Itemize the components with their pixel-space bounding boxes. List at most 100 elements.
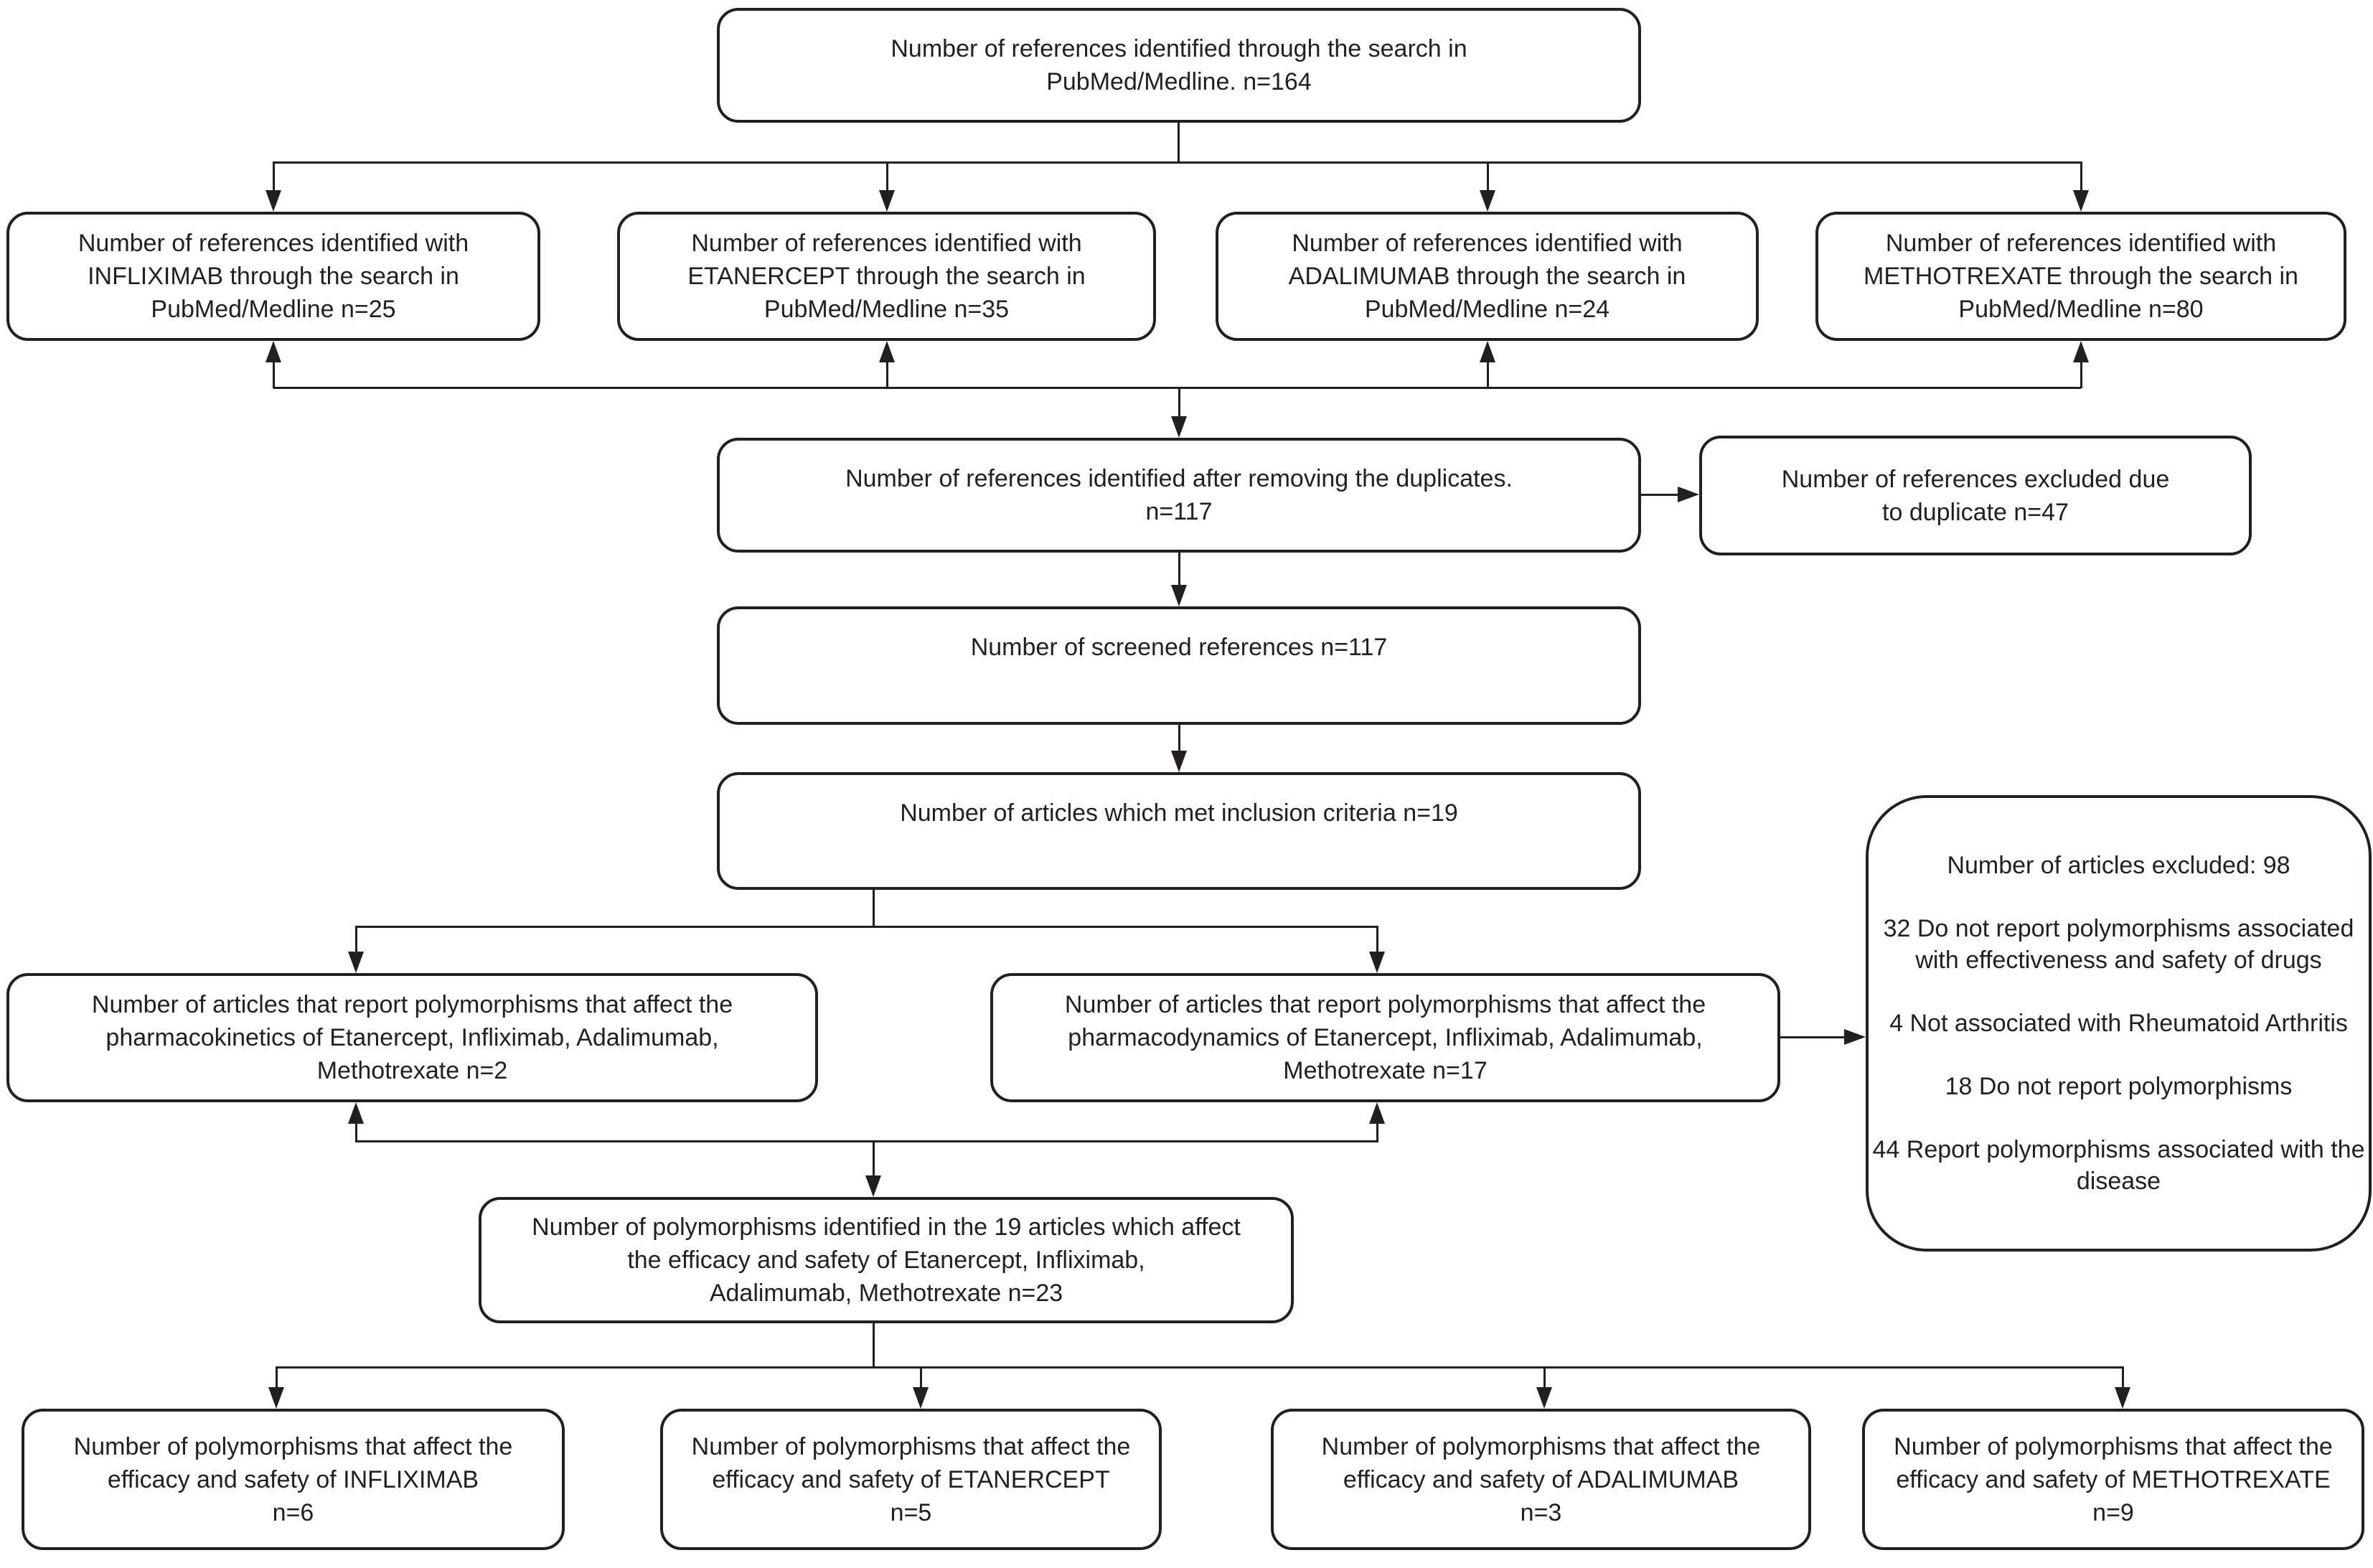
box-text-line: INFLIXIMAB through the search in [88, 263, 459, 290]
box-etanercept-references: Number of references identified with ETA… [617, 212, 1156, 341]
box-text-line: efficacy and safety of ETANERCEPT [712, 1465, 1110, 1493]
box-text-line: Number of articles which met inclusion c… [900, 799, 1458, 827]
box-pharmacodynamics-articles: Number of articles that report polymorph… [990, 973, 1780, 1102]
box-text-line: PubMed/Medline. n=164 [1046, 68, 1312, 95]
connector-drop-result-adalimumab [1543, 1366, 1546, 1389]
connector-dedup-to-screened [1178, 553, 1180, 586]
connector-pd-to-exclusion [1780, 1036, 1846, 1038]
connector-drop-infliximab [273, 161, 275, 192]
box-text-line: n=9 [2092, 1498, 2134, 1526]
exclusion-item: Number of articles excluded: 98 [1947, 852, 2290, 879]
box-text-line: METHOTREXATE through the search in [1864, 263, 2298, 290]
connector-drop-pk [355, 926, 357, 953]
exclusion-item: 44 Report polymorphisms associated with … [1872, 1136, 2365, 1195]
arrowhead-up-icon [1369, 1102, 1385, 1124]
box-text-line: n=5 [890, 1498, 932, 1526]
box-text-line: pharmacodynamics of Etanercept, Inflixim… [1068, 1024, 1703, 1051]
box-inclusion-criteria: Number of articles which met inclusion c… [717, 772, 1641, 890]
box-after-duplicates-removed: Number of references identified after re… [717, 438, 1641, 553]
connector-merge-line [273, 387, 2081, 389]
arrowhead-up-icon [348, 1102, 364, 1124]
box-polymorphisms-identified: Number of polymorphisms identified in th… [479, 1197, 1294, 1323]
box-excluded-duplicates: Number of references excluded due to dup… [1699, 436, 2252, 555]
connector-drop-pd [1376, 926, 1378, 953]
box-text-line: n=117 [1145, 498, 1213, 525]
box-text-line: Number of references identified through … [891, 35, 1467, 62]
box-text-line: Adalimumab, Methotrexate n=23 [709, 1280, 1063, 1307]
arrowhead-down-icon [268, 1387, 284, 1409]
box-text-line: Number of references excluded due [1781, 465, 2170, 493]
connector-drop-result-etanercept [920, 1366, 922, 1389]
arrowhead-down-icon [1480, 190, 1495, 212]
connector-merge-line [356, 1140, 1378, 1142]
arrowhead-down-icon [1171, 585, 1187, 606]
box-text-line: pharmacokinetics of Etanercept, Inflixim… [105, 1024, 719, 1051]
box-text-line: Number of references identified with [1885, 230, 2277, 257]
box-text-line: PubMed/Medline n=80 [1958, 296, 2204, 323]
box-text-line: PubMed/Medline n=25 [151, 296, 396, 323]
box-text-line: ETANERCEPT through the search in [687, 263, 1086, 290]
exclusion-item: 32 Do not report polymorphisms associate… [1883, 915, 2354, 974]
box-text-line: Number of references identified after re… [845, 465, 1513, 492]
arrowhead-down-icon [266, 190, 281, 212]
box-text-line: Number of references identified with [1292, 230, 1683, 257]
box-text-line: to duplicate n=47 [1882, 498, 2069, 526]
exclusion-item: 4 Not associated with Rheumatoid Arthrit… [1889, 1010, 2348, 1037]
exclusion-item: 18 Do not report polymorphisms [1945, 1073, 2293, 1100]
connector-merge-riser [1376, 1124, 1378, 1142]
connector-dedup-to-excluded [1641, 494, 1678, 496]
arrowhead-down-icon [1369, 952, 1385, 973]
box-infliximab-references: Number of references identified with INF… [6, 212, 540, 341]
box-text-line: efficacy and safety of ADALIMUMAB [1343, 1465, 1739, 1493]
box-text-line: Number of polymorphisms identified in th… [532, 1213, 1241, 1241]
connector-merge-riser [886, 362, 888, 388]
connector-to-dedup [1178, 389, 1180, 418]
box-text-line: Number of references identified with [691, 230, 1082, 257]
connector-drop-result-infliximab [276, 1366, 278, 1389]
connector-polymorphisms-stub [873, 1323, 875, 1368]
box-text-line: Number of articles that report polymorph… [1064, 991, 1706, 1018]
connector-merge-riser [355, 1124, 357, 1142]
box-references-identified-total: Number of references identified through … [717, 8, 1641, 123]
box-text-line: PubMed/Medline n=35 [763, 296, 1010, 323]
arrowhead-up-icon [1480, 341, 1495, 362]
box-text-line: Number of articles that report polymorph… [91, 991, 733, 1018]
arrowhead-down-icon [1536, 1387, 1552, 1409]
connector-drop-methotrexate [2080, 161, 2082, 192]
connector-drop-result-methotrexate [2122, 1366, 2124, 1389]
box-text-line: Methotrexate n=17 [1283, 1057, 1488, 1084]
arrowhead-up-icon [266, 341, 281, 362]
box-text-line: Methotrexate n=2 [316, 1057, 508, 1084]
connector-merge-riser [273, 362, 275, 388]
box-methotrexate-references: Number of references identified with MET… [1815, 212, 2346, 341]
box-text-line: n=6 [272, 1498, 314, 1526]
box-text-line: ADALIMUMAB through the search in [1288, 263, 1686, 290]
box-adalimumab-references: Number of references identified with ADA… [1216, 212, 1759, 341]
box-text-line: Number of polymorphisms that affect the [1321, 1432, 1761, 1460]
connector-merge-riser [1487, 362, 1489, 388]
connector-drop-adalimumab [1487, 161, 1489, 192]
arrowhead-down-icon [2073, 190, 2089, 212]
connector-branch-line [356, 926, 1378, 928]
box-adalimumab-polymorphisms: Number of polymorphisms that affect the … [1271, 1409, 1811, 1550]
connector-distribution-line [276, 1366, 2123, 1369]
arrowhead-down-icon [1171, 416, 1187, 438]
box-text-line: the efficacy and safety of Etanercept, I… [627, 1247, 1145, 1274]
connector-inclusion-stub [873, 890, 875, 928]
box-pharmacokinetics-articles: Number of articles that report polymorph… [6, 973, 818, 1102]
box-text-line: efficacy and safety of METHOTREXATE [1896, 1465, 2331, 1493]
box-text-line: Number of polymorphisms that affect the [691, 1432, 1131, 1460]
box-text-line: efficacy and safety of INFLIXIMAB [107, 1465, 479, 1493]
box-text-line: Number of polymorphisms that affect the [1894, 1432, 2333, 1460]
arrowhead-right-icon [1844, 1029, 1866, 1045]
arrowhead-down-icon [865, 1175, 881, 1197]
box-infliximab-polymorphisms: Number of polymorphisms that affect the … [22, 1409, 565, 1550]
box-text-line: Number of polymorphisms that affect the [73, 1432, 513, 1460]
box-text-line: Number of references identified with [77, 230, 469, 257]
arrowhead-down-icon [879, 190, 895, 212]
arrowhead-down-icon [2115, 1387, 2130, 1409]
connector-top-split-line [273, 161, 2081, 164]
arrowhead-up-icon [879, 341, 895, 362]
connector-merge-riser [2080, 362, 2082, 388]
